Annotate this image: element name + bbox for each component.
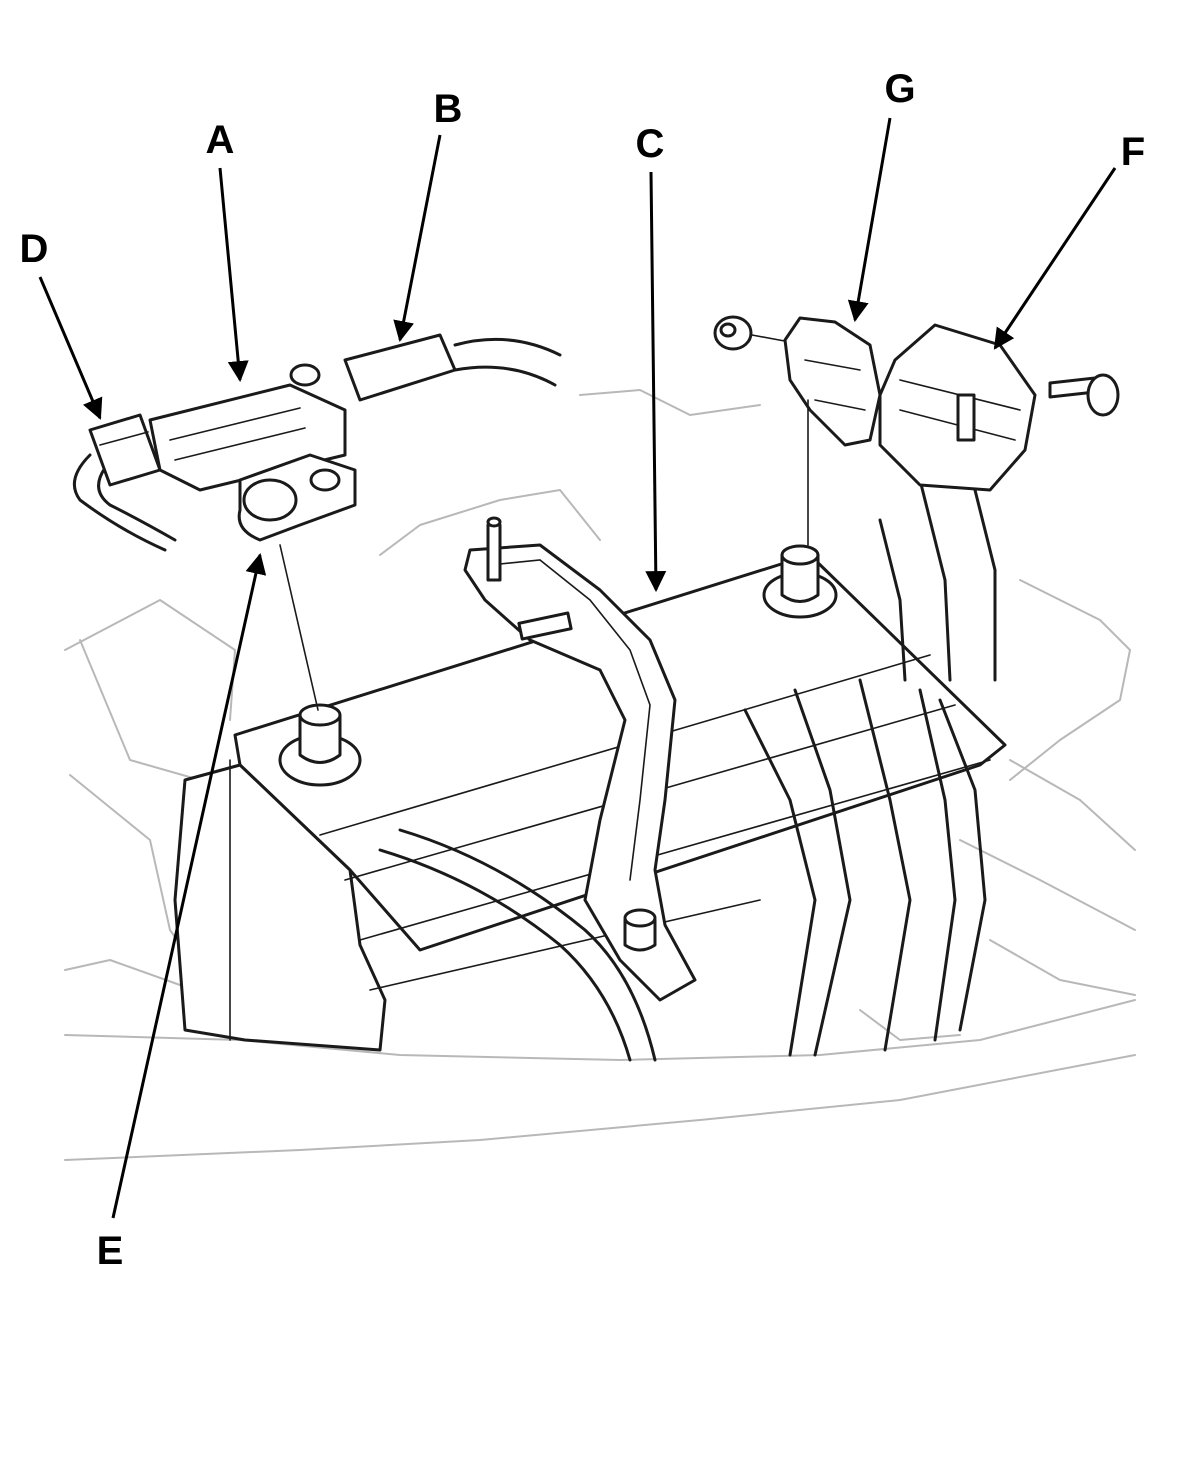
positive-battery-post bbox=[762, 544, 838, 619]
callout-label-a: A bbox=[206, 118, 235, 162]
callout-label-d: D bbox=[20, 227, 49, 271]
leader-lines bbox=[38, 117, 1117, 1219]
wiring-harness bbox=[378, 468, 997, 1062]
battery-hold-down-bracket bbox=[463, 516, 697, 1002]
engine-bay-background bbox=[64, 389, 1136, 1161]
leader-line-f bbox=[993, 167, 1117, 350]
leader-line-d bbox=[38, 276, 103, 420]
positive-terminal-assembly bbox=[713, 315, 1120, 546]
callout-label-b: B bbox=[434, 87, 463, 131]
leader-line-c bbox=[645, 171, 667, 593]
callout-label-c: C bbox=[636, 122, 665, 166]
leader-line-g bbox=[847, 117, 892, 323]
leader-line-a bbox=[218, 167, 249, 383]
leader-line-b bbox=[393, 134, 442, 343]
negative-terminal-assembly bbox=[72, 333, 562, 711]
callout-label-e: E bbox=[97, 1229, 124, 1273]
callout-label-g: G bbox=[884, 67, 915, 111]
callout-label-f: F bbox=[1121, 130, 1145, 174]
negative-battery-post bbox=[278, 703, 362, 787]
callout-labels: A B C D E F G bbox=[20, 67, 1146, 1273]
leader-line-e bbox=[111, 552, 267, 1219]
